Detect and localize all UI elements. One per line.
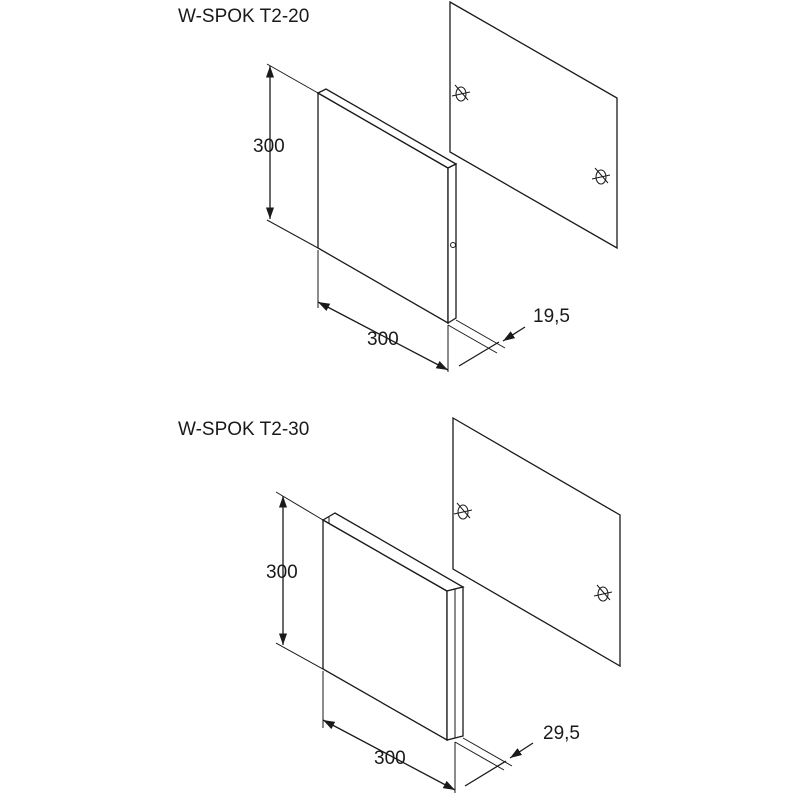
depth-label: 29,5	[543, 723, 580, 744]
depth-dimension: 19,5	[447, 306, 570, 367]
height-label: 300	[253, 136, 285, 157]
box-body	[316, 88, 458, 325]
width-label: 300	[374, 748, 406, 769]
width-label: 300	[367, 329, 399, 350]
latch-icon	[593, 584, 613, 602]
width-dimension: 300	[317, 250, 449, 372]
cover-plate	[449, 0, 618, 250]
width-dimension: 300	[322, 671, 456, 793]
box-body	[321, 512, 465, 742]
height-label: 300	[266, 562, 298, 583]
figure-t2-30: W-SPOK T2-30 300	[178, 416, 621, 793]
depth-dimension: 29,5	[454, 723, 580, 787]
height-dimension: 300	[253, 63, 319, 249]
screw-hole-icon	[450, 242, 456, 248]
height-dimension: 300	[266, 491, 324, 670]
depth-label: 19,5	[533, 306, 570, 327]
figure-title: W-SPOK T2-20	[178, 6, 309, 27]
figure-title: W-SPOK T2-30	[178, 419, 309, 440]
latch-icon	[591, 167, 611, 185]
cover-plate	[452, 416, 621, 668]
latch-icon	[453, 502, 473, 520]
latch-icon	[451, 84, 471, 102]
figure-t2-20: W-SPOK T2-20 300	[178, 0, 618, 372]
